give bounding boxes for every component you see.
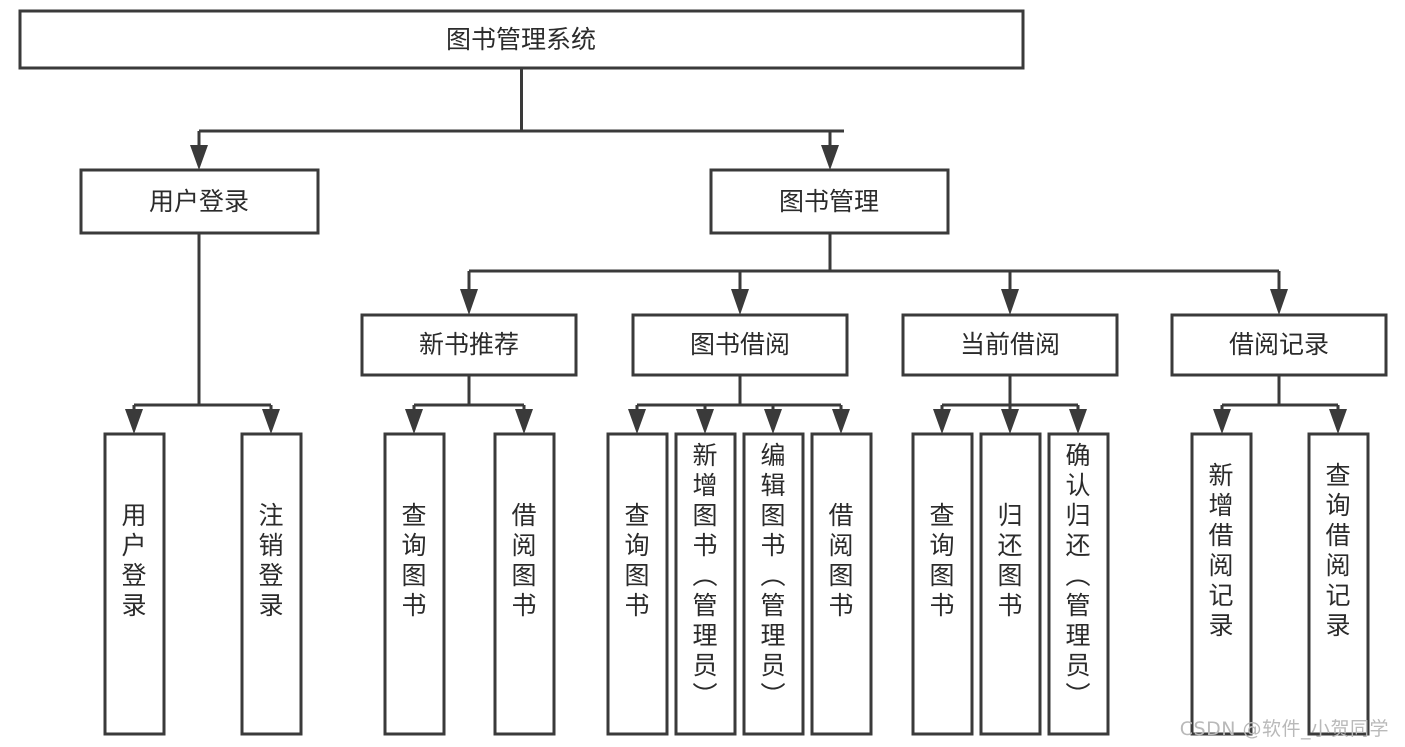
node-leaf-add-book-box[interactable]	[674, 432, 737, 736]
node-user-login-label: 用户登录	[149, 187, 249, 216]
node-leaf-borrow-book-2-box[interactable]	[810, 432, 873, 736]
arrow-to-book-manage-icon	[821, 145, 839, 170]
connector-group-borrow-record	[1213, 375, 1347, 434]
node-leaf-user-logout-box[interactable]	[240, 432, 303, 736]
node-leaf-add-record[interactable]: 新增借阅记录	[1190, 432, 1253, 736]
arrow-to-borrow-record-icon	[1270, 289, 1288, 315]
node-root-label: 图书管理系统	[446, 25, 596, 54]
node-root[interactable]: 图书管理系统	[18, 9, 1025, 70]
arrow-leaf-query-record-icon	[1329, 409, 1347, 434]
node-leaf-query-book-1[interactable]: 查询图书	[383, 432, 446, 736]
node-leaf-user-login-label: 用户登录	[121, 501, 146, 620]
node-new-book-rec-box[interactable]	[360, 313, 578, 377]
connector-group-root	[190, 68, 844, 170]
arrow-leaf-user-login-icon	[125, 409, 143, 434]
node-user-login[interactable]: 用户登录	[79, 168, 320, 235]
node-leaf-user-login-box[interactable]	[103, 432, 166, 736]
node-new-book-rec[interactable]: 新书推荐	[360, 313, 578, 377]
node-leaf-edit-book[interactable]: 编辑图书︵管理员︶	[742, 432, 805, 736]
arrow-to-book-borrow-icon	[731, 289, 749, 315]
node-leaf-return-book-label: 归还图书	[997, 501, 1022, 620]
node-book-borrow-box[interactable]	[631, 313, 849, 377]
node-leaf-borrow-book-2[interactable]: 借阅图书	[810, 432, 873, 736]
arrow-leaf-user-logout-icon	[262, 409, 280, 434]
node-leaf-borrow-book-1-label: 借阅图书	[511, 501, 536, 620]
arrow-leaf-query-book-2-icon	[628, 409, 646, 434]
node-book-manage[interactable]: 图书管理	[709, 168, 950, 235]
arrow-to-current-borrow-icon	[1001, 289, 1019, 315]
node-current-borrow[interactable]: 当前借阅	[901, 313, 1119, 377]
arrow-leaf-edit-book-icon	[764, 409, 782, 434]
node-leaf-user-logout-label: 注销登录	[258, 501, 283, 620]
connector-group-book-borrow	[628, 375, 850, 434]
node-leaf-confirm-return-box[interactable]	[1047, 432, 1110, 736]
node-leaf-query-book-2-box[interactable]	[606, 432, 669, 736]
arrow-to-user-login-icon	[190, 145, 208, 170]
node-leaf-edit-book-box[interactable]	[742, 432, 805, 736]
node-leaf-borrow-book-1-box[interactable]	[493, 432, 556, 736]
arrow-to-new-book-rec-icon	[460, 289, 478, 315]
csdn-watermark: CSDN @软件_小贺同学	[1179, 718, 1389, 740]
node-leaf-query-book-2[interactable]: 查询图书	[606, 432, 669, 736]
node-leaf-query-book-3[interactable]: 查询图书	[911, 432, 974, 736]
node-book-manage-label: 图书管理	[779, 187, 879, 216]
node-new-book-rec-label: 新书推荐	[419, 330, 519, 359]
node-leaf-query-record[interactable]: 查询借阅记录	[1307, 432, 1370, 736]
node-leaf-add-record-box[interactable]	[1190, 432, 1253, 736]
node-leaf-query-record-label: 查询借阅记录	[1325, 461, 1350, 640]
node-leaf-query-book-3-box[interactable]	[911, 432, 974, 736]
node-leaf-edit-book-label: 编辑图书︵管理员︶	[760, 441, 785, 710]
connector-group-current-borrow	[933, 375, 1087, 434]
arrow-leaf-add-record-icon	[1213, 409, 1231, 434]
node-leaf-query-book-1-box[interactable]	[383, 432, 446, 736]
node-leaf-borrow-book-1[interactable]: 借阅图书	[493, 432, 556, 736]
arrow-leaf-query-book-3-icon	[933, 409, 951, 434]
node-book-manage-box[interactable]	[709, 168, 950, 235]
node-leaf-user-login[interactable]: 用户登录	[103, 432, 166, 736]
node-book-borrow[interactable]: 图书借阅	[631, 313, 849, 377]
node-current-borrow-box[interactable]	[901, 313, 1119, 377]
node-leaf-confirm-return[interactable]: 确认归还︵管理员︶	[1047, 432, 1110, 736]
arrow-leaf-confirm-return-icon	[1069, 409, 1087, 434]
arrow-leaf-return-book-icon	[1001, 409, 1019, 434]
arrow-leaf-borrow-book-1-icon	[515, 409, 533, 434]
node-leaf-query-book-3-label: 查询图书	[929, 501, 954, 620]
node-borrow-record[interactable]: 借阅记录	[1170, 313, 1388, 377]
node-leaf-query-book-1-label: 查询图书	[401, 501, 426, 620]
connector-group-book-manage	[460, 233, 1288, 315]
node-leaf-add-book[interactable]: 新增图书︵管理员︶	[674, 432, 737, 736]
node-current-borrow-label: 当前借阅	[960, 330, 1060, 359]
connector-group-user-login	[125, 233, 280, 434]
node-leaf-return-book[interactable]: 归还图书	[979, 432, 1042, 736]
node-leaf-confirm-return-label: 确认归还︵管理员︶	[1065, 441, 1090, 710]
node-leaf-borrow-book-2-label: 借阅图书	[828, 501, 853, 620]
node-root-box[interactable]	[18, 9, 1025, 70]
arrow-leaf-add-book-icon	[696, 409, 714, 434]
connector-group-new-book-rec	[405, 375, 533, 434]
node-leaf-return-book-box[interactable]	[979, 432, 1042, 736]
node-leaf-user-logout[interactable]: 注销登录	[240, 432, 303, 736]
node-leaf-add-record-label: 新增借阅记录	[1208, 461, 1233, 640]
arrow-leaf-borrow-book-2-icon	[832, 409, 850, 434]
node-user-login-box[interactable]	[79, 168, 320, 235]
node-leaf-query-record-box[interactable]	[1307, 432, 1370, 736]
node-leaf-add-book-label: 新增图书︵管理员︶	[692, 441, 717, 710]
arrow-leaf-query-book-1-icon	[405, 409, 423, 434]
node-borrow-record-box[interactable]	[1170, 313, 1388, 377]
node-book-borrow-label: 图书借阅	[690, 330, 790, 359]
node-leaf-query-book-2-label: 查询图书	[624, 501, 649, 620]
node-borrow-record-label: 借阅记录	[1229, 330, 1329, 359]
